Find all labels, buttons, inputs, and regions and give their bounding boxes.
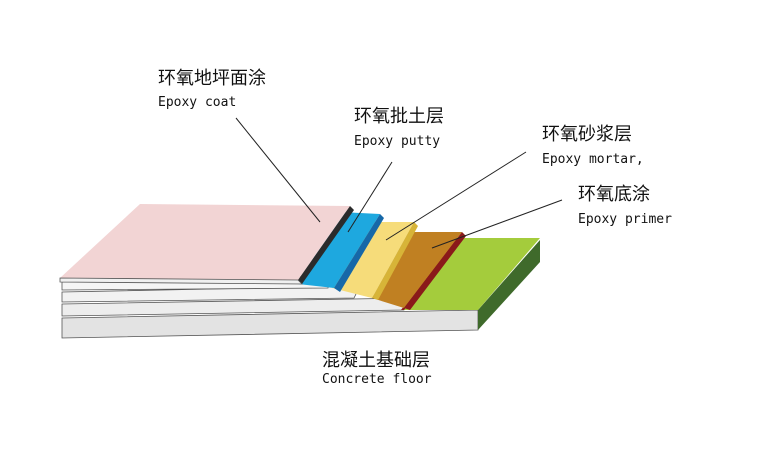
label-epoxy-primer-en: Epoxy primer (578, 212, 672, 227)
label-epoxy-putty-en: Epoxy putty (354, 134, 440, 149)
leader-epoxy-mortar (385, 151, 527, 241)
epoxy-putty-yellow-top (332, 222, 414, 298)
label-epoxy-coat-en: Epoxy coat (158, 95, 236, 110)
epoxy-putty-yellow-trim (372, 222, 418, 300)
epoxy-primer-top (404, 238, 540, 310)
label-epoxy-mortar-en: Epoxy mortar, (542, 152, 644, 167)
label-concrete-en: Concrete floor (322, 372, 432, 387)
label-epoxy-primer-zh: 环氧底涂 (578, 184, 650, 205)
label-concrete-zh: 混凝土基础层 (322, 350, 430, 371)
label-epoxy-coat-zh: 环氧地坪面涂 (158, 68, 266, 89)
epoxy-coat-top (60, 204, 350, 280)
leader-epoxy-putty (347, 161, 393, 233)
leader-epoxy-primer (431, 199, 563, 249)
epoxy-putty-blue-top (298, 212, 380, 288)
leader-epoxy-coat (235, 117, 321, 223)
concrete-slab-end (478, 240, 540, 330)
label-epoxy-putty-zh: 环氧批土层 (354, 106, 444, 127)
epoxy-putty-blue-trim (334, 214, 384, 292)
epoxy-mortar-trim (404, 232, 466, 310)
epoxy-coat-side (59, 277, 303, 285)
epoxy-coat-trim (298, 206, 354, 284)
epoxy-mortar-top (372, 232, 462, 308)
label-epoxy-mortar-zh: 环氧砂浆层 (542, 124, 632, 145)
